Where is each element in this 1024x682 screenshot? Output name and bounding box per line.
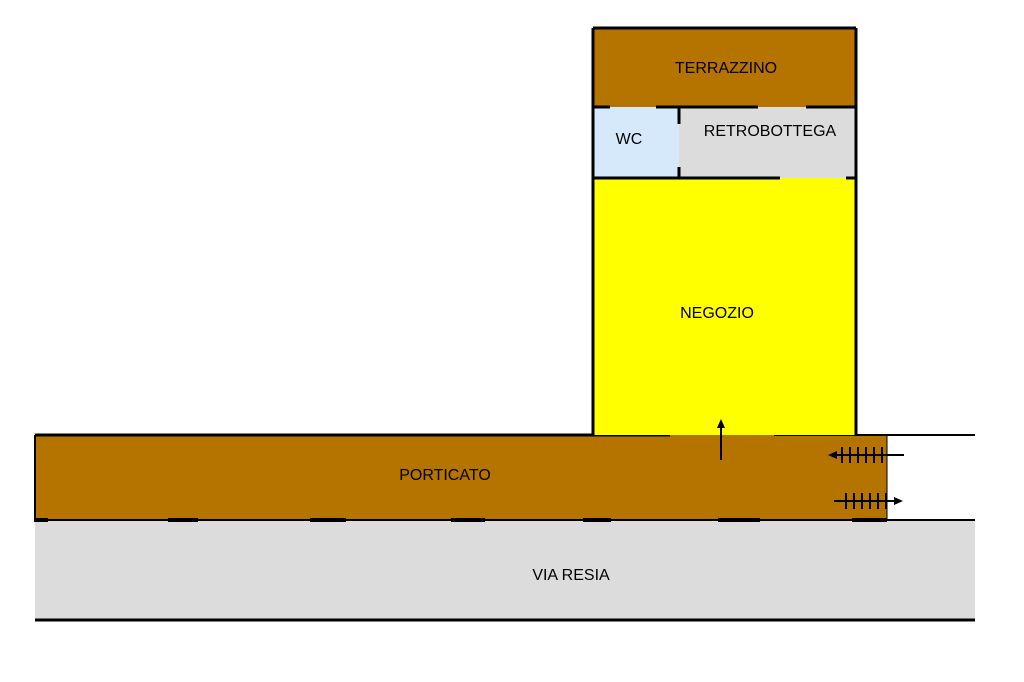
street-label-via-resia: VIA RESIA — [532, 567, 610, 584]
retrobottega-area — [679, 107, 856, 178]
negozio-area — [593, 178, 856, 435]
room-label-wc: WC — [616, 131, 643, 148]
building-walls — [591, 26, 858, 180]
porticato-area — [35, 435, 887, 520]
room-label-terrazzino: TERRAZZINO — [675, 60, 777, 77]
stair-arrow-right-icon — [834, 493, 903, 509]
room-label-porticato: PORTICATO — [399, 467, 491, 484]
via-resia-area — [35, 520, 975, 620]
terrazzino-area — [593, 28, 856, 107]
arrow-up-icon — [717, 419, 725, 460]
room-label-retrobottega: RETROBOTTEGA — [704, 123, 837, 140]
room-label-negozio: NEGOZIO — [680, 305, 754, 322]
wc-area — [593, 107, 679, 178]
stair-arrow-left-icon — [828, 447, 904, 463]
